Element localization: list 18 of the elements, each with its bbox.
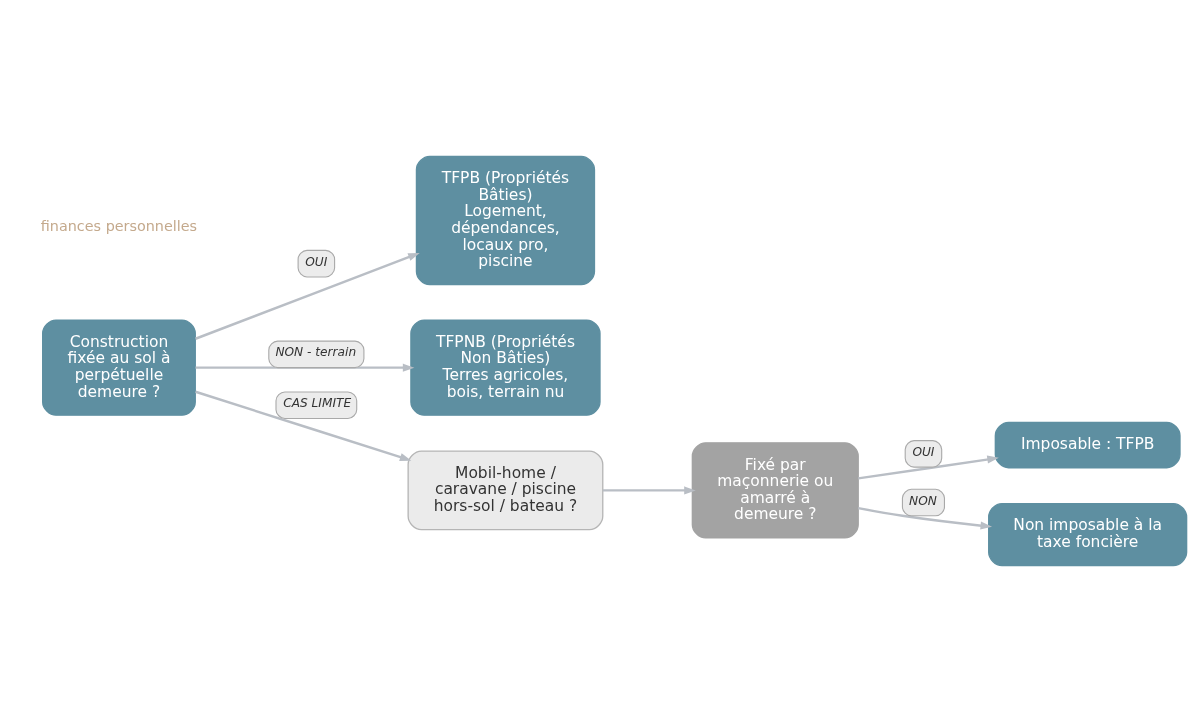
node-box: Non imposable à la taxe foncière <box>988 502 1188 566</box>
edge-label: CAS LIMITE <box>283 395 352 410</box>
arrow <box>602 485 696 494</box>
node-box: TFPNB (Propriétés Non Bâties) Terres agricoles, bois, terrain nu <box>410 318 601 416</box>
arrow <box>858 506 993 530</box>
node-box: Construction fixée au sol à perpétuelle demeure ? <box>42 318 196 416</box>
arrow <box>195 363 415 372</box>
arrow <box>858 455 999 480</box>
arrow <box>195 252 420 340</box>
label: finances personnelles <box>40 217 198 234</box>
node-box: Mobil-home / caravane / piscine hors-sol / bateau ? <box>407 449 604 530</box>
edge-label: OUI <box>305 254 328 269</box>
node-box: Fixé par maçonnerie ou amarré à demeure ? <box>691 441 859 539</box>
edge-label: NON <box>909 493 937 508</box>
edge-label: OUI <box>912 444 935 459</box>
node-box: TFPB (Propriétés Bâties) Logement, dépendances, locaux pro, piscine <box>415 155 596 285</box>
edge-label: NON - terrain <box>275 344 357 359</box>
node-box: Imposable : TFPB <box>994 421 1181 468</box>
